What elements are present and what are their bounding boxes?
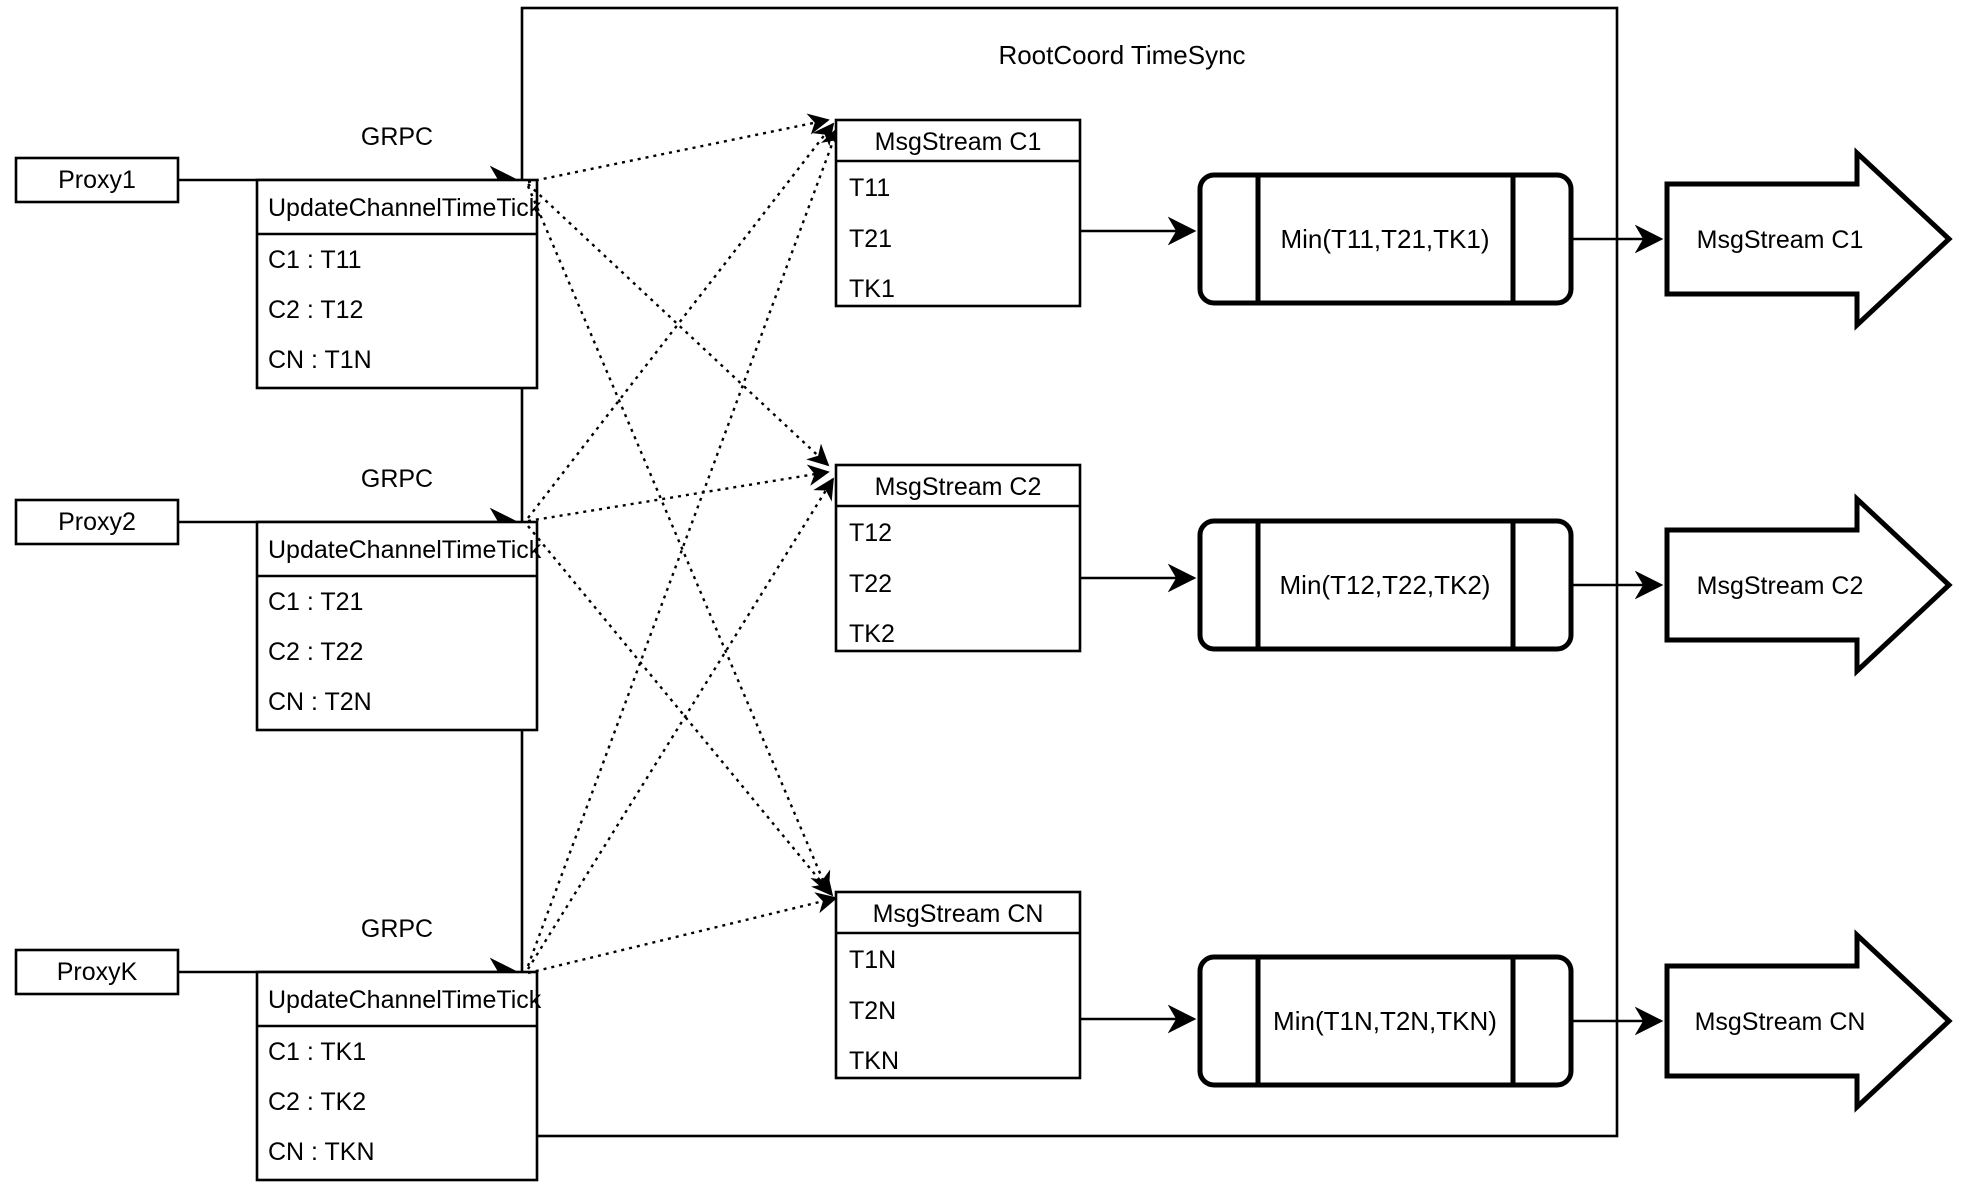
output-block-arrow-1 — [1664, 147, 1953, 331]
dispatch-edge-p2-cn — [527, 525, 834, 897]
msgstream-2-row-1: T22 — [849, 570, 892, 598]
msgstream-2-row-0: T12 — [849, 519, 892, 547]
dispatch-edge-p2-c2 — [527, 464, 830, 523]
rootcoord-timesync-title: RootCoord TimeSync — [998, 40, 1245, 70]
dispatch-edge-pk-c1 — [526, 126, 842, 967]
dispatch-edge-pk-c2 — [526, 477, 835, 970]
msgstream-2-row-2: TK2 — [849, 620, 895, 648]
msgstream-1-row-0: T11 — [849, 174, 890, 202]
msgstream-1-header: MsgStream C1 — [875, 128, 1042, 156]
output-label-2: MsgStream C2 — [1697, 572, 1864, 600]
proxy-label-3: ProxyK — [57, 958, 138, 986]
grpc-label-1: GRPC — [361, 123, 433, 151]
table-1-row-0: C1 : T11 — [268, 246, 362, 274]
msgstream-1-row-2: TK1 — [849, 275, 895, 303]
output-label-1: MsgStream C1 — [1697, 226, 1864, 254]
msgstream-box-1 — [834, 118, 1082, 308]
table-3-row-2: CN : TKN — [268, 1138, 375, 1166]
msgstream-3-row-0: T1N — [849, 946, 896, 974]
table-1-row-2: CN : T1N — [268, 346, 372, 374]
update-channel-timetick-table-2 — [255, 520, 539, 732]
table-2-row-2: CN : T2N — [268, 688, 372, 716]
msgstream-3-row-1: T2N — [849, 997, 896, 1025]
table-3-header: UpdateChannelTimeTick — [268, 986, 542, 1014]
msgstream-3-row-2: TKN — [849, 1047, 899, 1075]
dispatch-edge-pk-cn — [527, 892, 838, 975]
dispatch-edges — [526, 113, 842, 975]
proxy-box-2[interactable] — [14, 498, 180, 546]
dispatch-edge-p1-cn — [526, 185, 831, 894]
table-1-row-1: C2 : T12 — [268, 296, 363, 324]
grpc-label-2: GRPC — [361, 465, 433, 493]
msgstream-box-3 — [834, 890, 1082, 1080]
dispatch-edge-p2-c1 — [527, 122, 835, 519]
table-3-row-0: C1 : TK1 — [268, 1038, 366, 1066]
update-channel-timetick-table-1 — [255, 178, 539, 390]
output-block-arrow-2 — [1664, 493, 1953, 677]
proxy-box-1[interactable] — [14, 156, 180, 204]
min-label-2: Min(T12,T22,TK2) — [1280, 570, 1491, 600]
grpc-label-3: GRPC — [361, 915, 433, 943]
table-2-header: UpdateChannelTimeTick — [268, 536, 542, 564]
output-label-3: MsgStream CN — [1695, 1008, 1866, 1036]
output-block-arrow-3 — [1664, 929, 1953, 1113]
msgstream-3-header: MsgStream CN — [873, 900, 1044, 928]
dispatch-edge-p1-c1 — [527, 113, 830, 184]
msgstream-2-header: MsgStream C2 — [875, 473, 1042, 501]
update-channel-timetick-table-3 — [255, 970, 539, 1182]
table-2-row-1: C2 : T22 — [268, 638, 363, 666]
proxy-label-1: Proxy1 — [58, 166, 136, 194]
table-1-header: UpdateChannelTimeTick — [268, 194, 542, 222]
proxy-label-2: Proxy2 — [58, 508, 136, 536]
min-label-3: Min(T1N,T2N,TKN) — [1273, 1006, 1497, 1036]
table-3-row-1: C2 : TK2 — [268, 1088, 366, 1116]
dispatch-edge-p1-c2 — [527, 183, 830, 467]
table-2-row-0: C1 : T21 — [268, 588, 363, 616]
msgstream-box-2 — [834, 463, 1082, 653]
msgstream-1-row-1: T21 — [849, 225, 892, 253]
min-label-1: Min(T11,T21,TK1) — [1280, 224, 1489, 254]
